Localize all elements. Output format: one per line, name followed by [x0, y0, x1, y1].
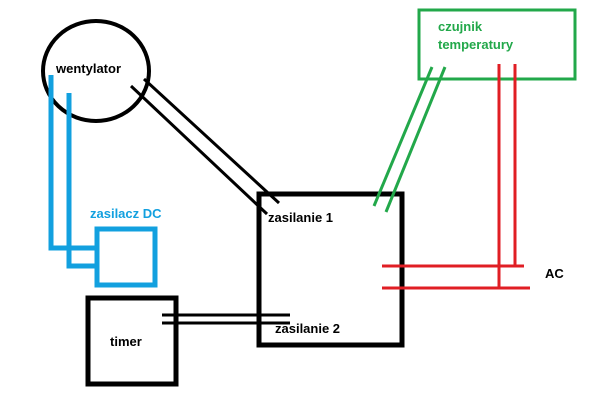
timer-label: timer [110, 334, 142, 349]
sensor-to-main-unit-wires [372, 66, 447, 213]
temperature-sensor-label-line2: temperatury [438, 37, 514, 52]
fan-circle [41, 19, 151, 123]
temperature-sensor-box [417, 8, 577, 81]
fan-to-main-unit-wires [129, 77, 281, 216]
ac-wires [382, 64, 530, 290]
temperature-sensor-node: czujnik temperatury [417, 8, 577, 81]
fan-node: wentylator [41, 19, 151, 123]
fan-label: wentylator [55, 61, 121, 76]
temperature-sensor-label-line1: czujnik [438, 19, 483, 34]
main-unit-node: zasilanie 1 zasilanie 2 [256, 191, 405, 348]
sensor-main-wire-1 [372, 66, 434, 207]
dc-power-supply-node: zasilacz DC [90, 206, 162, 288]
power-2-label: zasilanie 2 [275, 321, 340, 336]
dc-power-supply-label: zasilacz DC [90, 206, 162, 221]
fan-main-wire-1 [129, 84, 269, 216]
timer-to-main-unit-wires [162, 313, 290, 325]
fan-main-wire-2 [142, 77, 281, 205]
sensor-main-wire-2 [384, 66, 447, 213]
dc-power-supply-box [94, 226, 158, 288]
timer-node: timer [85, 295, 179, 387]
main-unit-box [256, 191, 405, 348]
fan-dc-wire-1 [48, 75, 98, 251]
timer-box [85, 295, 179, 387]
fan-dc-wire-2 [66, 93, 98, 269]
power-1-label: zasilanie 1 [268, 210, 333, 225]
fan-to-dc-supply-wires [48, 75, 98, 269]
ac-label: AC [545, 266, 564, 281]
